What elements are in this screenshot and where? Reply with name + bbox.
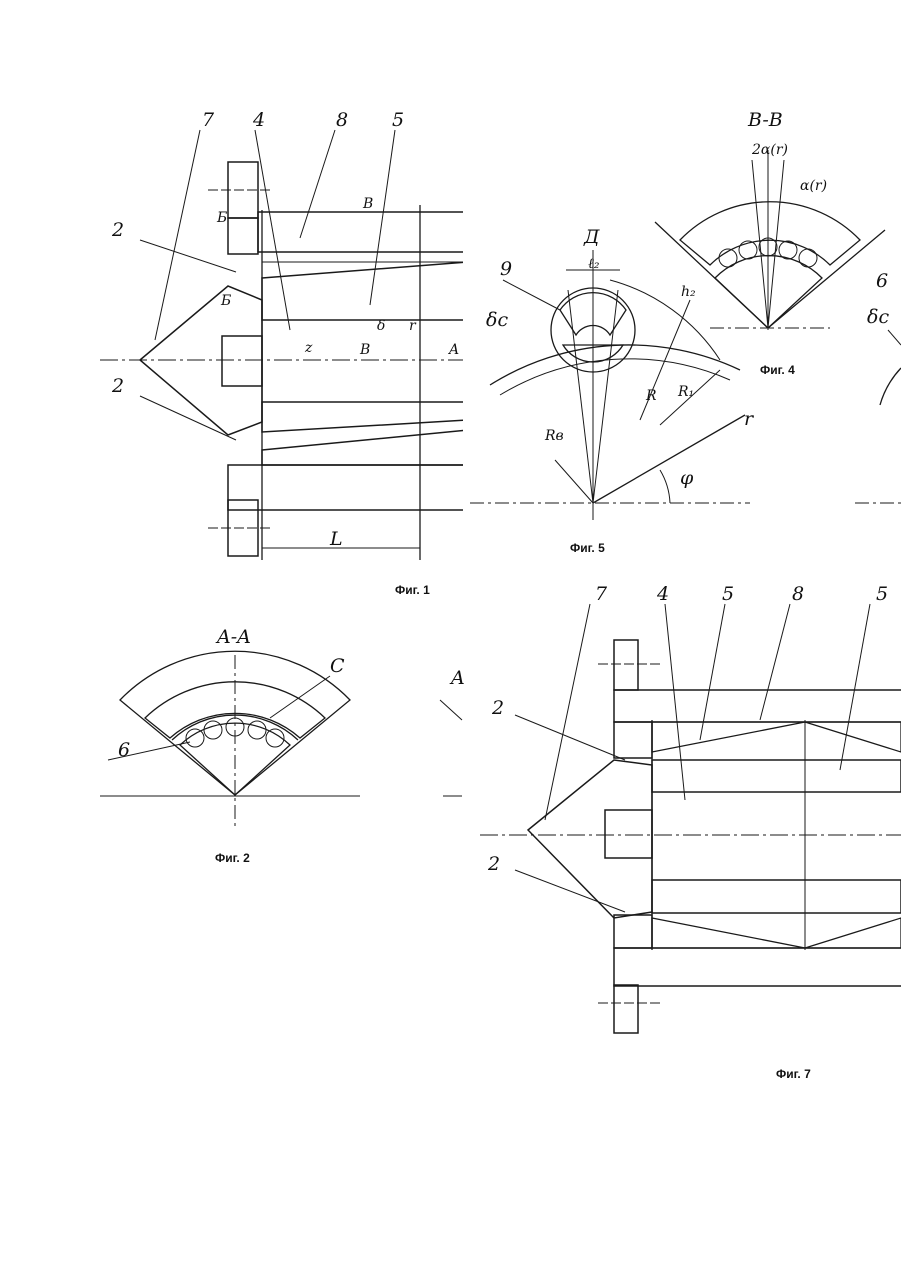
fig1-label-a: A (447, 342, 459, 358)
fig2-section-title: A-A (215, 626, 251, 648)
fig1-label-7: 7 (202, 109, 215, 131)
fig4-label-alpha: α(r) (800, 178, 827, 194)
figure-4 (655, 150, 885, 330)
fig7-label-5: 5 (722, 583, 734, 605)
fig7-label-2-bottom: 2 (487, 853, 500, 875)
fig1-label-v-top: В (362, 196, 373, 212)
fig1-label-delta: δ (377, 318, 385, 334)
fig1-label-2-top: 2 (111, 219, 124, 241)
fig1-label-l: L (329, 528, 343, 550)
fig5-label-r: r (744, 408, 755, 430)
fig5-label-phi: φ (680, 467, 694, 489)
fig4-label-2alpha: 2α(r) (751, 142, 788, 158)
figure-1 (100, 130, 470, 560)
figure-2 (100, 651, 360, 830)
fig2-label-6: 6 (118, 739, 130, 761)
partial-label-6: 6 (876, 270, 888, 292)
fig5-label-rv: Rв (544, 428, 564, 444)
fig1-label-2-bottom: 2 (111, 375, 124, 397)
figure-7 (480, 604, 901, 1033)
fig5-label-r-big: R (645, 388, 657, 404)
fig1-caption: Фиг. 1 (395, 583, 430, 597)
fig4-section-title: B-B (747, 109, 783, 131)
partial-label-a: A (449, 667, 465, 689)
fig2-caption: Фиг. 2 (215, 851, 250, 865)
fig1-label-v-bottom: В (359, 342, 370, 358)
partial-label-deltac: δc (867, 306, 889, 328)
fig1-label-8: 8 (336, 109, 348, 131)
fig1-label-b-bottom: Б (220, 293, 231, 309)
fig5-label-r1: R₁ (677, 384, 694, 400)
fig7-label-4: 4 (656, 583, 669, 605)
figure-6-partial (440, 330, 901, 796)
fig7-label-7: 7 (595, 583, 608, 605)
figure-5 (470, 250, 750, 520)
fig2-label-c: С (330, 655, 345, 677)
fig4-caption: Фиг. 4 (760, 363, 795, 377)
fig1-label-4: 4 (252, 109, 265, 131)
fig1-label-5: 5 (392, 109, 404, 131)
fig5-label-9: 9 (500, 258, 512, 280)
fig5-label-deltac: δc (486, 309, 508, 331)
fig7-label-8: 8 (792, 583, 804, 605)
fig5-label-l2: ℓ₂ (588, 256, 600, 272)
fig7-label-2-top: 2 (491, 697, 504, 719)
fig1-label-b-top: Б (216, 210, 227, 226)
fig1-label-z: z (304, 340, 313, 356)
fig7-label-5b: 5 (876, 583, 888, 605)
fig7-caption: Фиг. 7 (776, 1067, 811, 1081)
fig5-caption: Фиг. 5 (570, 541, 605, 555)
fig5-label-d: Д (583, 226, 600, 248)
fig5-label-h2: h₂ (681, 284, 696, 300)
